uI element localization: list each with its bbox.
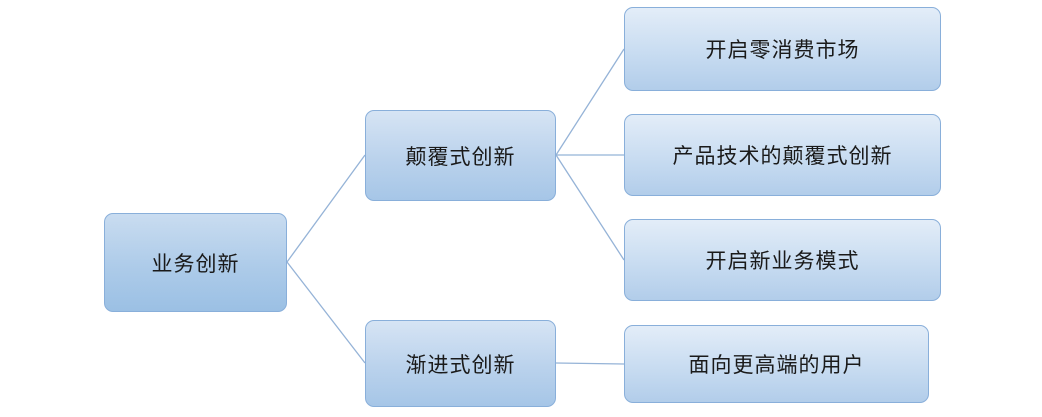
- node-label: 业务创新: [151, 251, 240, 276]
- node-label: 颠覆式创新: [405, 144, 516, 169]
- node-disruptive-innovation: 颠覆式创新: [365, 110, 556, 201]
- connector-incremental-to-higher-end: [555, 362, 625, 365]
- connector-root-to-incremental: [286, 261, 366, 364]
- node-business-innovation: 业务创新: [104, 213, 287, 312]
- node-zero-consumption-market: 开启零消费市场: [624, 7, 941, 91]
- node-label: 开启零消费市场: [705, 38, 860, 62]
- connector-disruptive-to-new-model: [555, 154, 625, 261]
- node-new-business-model: 开启新业务模式: [624, 219, 941, 301]
- node-higher-end-users: 面向更高端的用户: [624, 325, 929, 403]
- node-label: 产品技术的颠覆式创新: [672, 144, 893, 168]
- connector-root-to-disruptive: [286, 154, 366, 263]
- node-label: 渐进式创新: [405, 352, 516, 377]
- node-label: 面向更高端的用户: [688, 353, 865, 377]
- connector-disruptive-to-zero-market: [555, 48, 625, 156]
- node-product-tech-disruption: 产品技术的颠覆式创新: [624, 114, 941, 196]
- node-incremental-innovation: 渐进式创新: [365, 320, 556, 407]
- node-label: 开启新业务模式: [705, 249, 860, 273]
